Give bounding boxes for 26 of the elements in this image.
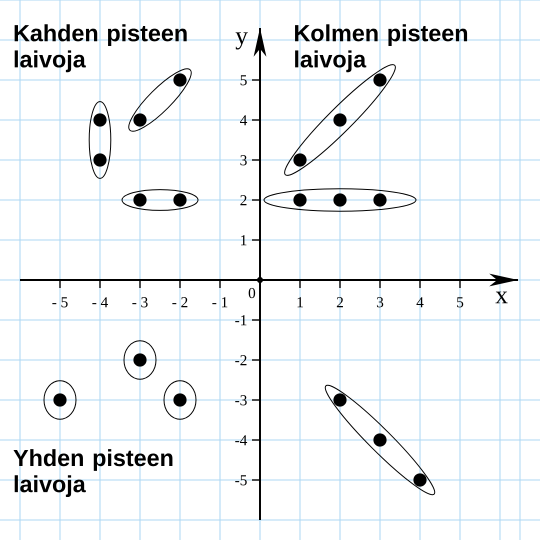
tick-label: 3 (240, 155, 247, 166)
axis-label: y (236, 32, 248, 50)
tick-label: -2 (235, 355, 246, 366)
tick-label: -3 (235, 395, 247, 406)
tick-label: 1 (298, 297, 303, 308)
tick-label: - 3 (132, 297, 148, 308)
tick-label: 3 (376, 297, 384, 308)
tick-label: 5 (457, 297, 464, 308)
tick-label: -4 (235, 435, 248, 446)
tick-label: - 4 (92, 297, 108, 308)
heading: Kolmen pisteen laivoja (295, 24, 468, 72)
tick-label: -5 (235, 475, 247, 486)
tick-label: 4 (240, 115, 248, 126)
tick-label: - 1 (212, 297, 228, 308)
axis-label: x (496, 292, 508, 304)
tick-label: 1 (241, 235, 246, 246)
tick-label: 5 (240, 75, 247, 86)
tick-label: - 2 (172, 297, 188, 308)
tick-label: 2 (240, 195, 246, 206)
tick-label: - 5 (52, 297, 68, 308)
origin-label: 0 (248, 288, 256, 298)
heading: Yhden pisteen laivoja (13, 449, 172, 497)
tick-label: 2 (336, 297, 343, 308)
heading: Kahden pisteen laivoja (14, 24, 187, 72)
tick-label: 4 (416, 297, 424, 308)
tick-label: -1 (235, 315, 246, 326)
